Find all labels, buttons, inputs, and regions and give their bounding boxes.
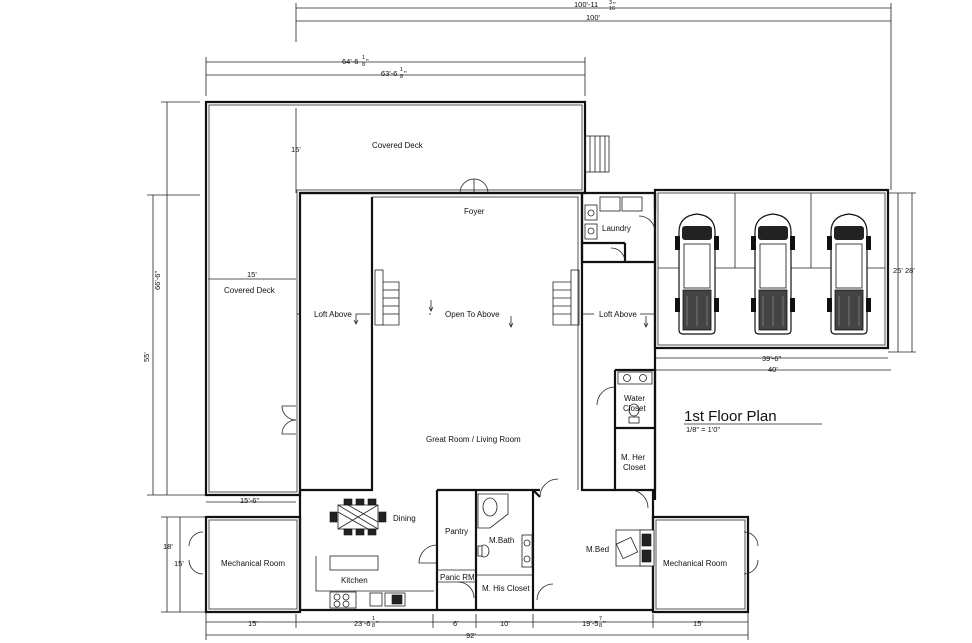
label-covered-deck-left: Covered Deck bbox=[224, 286, 276, 295]
svg-text:6': 6' bbox=[453, 619, 459, 628]
svg-text:19'-5: 19'-5 bbox=[582, 619, 598, 628]
dimension-garage-width: 39'-6" 40' bbox=[656, 354, 891, 374]
svg-text:1: 1 bbox=[372, 616, 375, 622]
label-covered-deck-top: Covered Deck bbox=[372, 141, 424, 150]
laundry-appliances bbox=[584, 196, 643, 240]
svg-text:": " bbox=[613, 0, 616, 9]
label-foyer: Foyer bbox=[464, 207, 485, 216]
svg-text:": " bbox=[366, 57, 369, 66]
svg-text:64'-6: 64'-6 bbox=[342, 57, 358, 66]
pickup-truck-icon bbox=[675, 213, 719, 335]
svg-text:7: 7 bbox=[599, 616, 602, 622]
dimension-bottom-deck: 15'-6" bbox=[206, 496, 296, 505]
svg-text:15': 15' bbox=[248, 619, 258, 628]
dimension-mech-height: 18' 15' bbox=[161, 516, 205, 613]
door-swings bbox=[188, 178, 759, 601]
svg-text:8: 8 bbox=[372, 623, 375, 629]
label-open-to-above: Open To Above bbox=[445, 310, 500, 319]
interior-stairs-right bbox=[552, 269, 580, 326]
label-her-closet-line1: M. Her bbox=[621, 453, 645, 462]
svg-text:23'-6: 23'-6 bbox=[354, 619, 370, 628]
svg-text:3: 3 bbox=[609, 0, 612, 6]
label-loft-above-left: Loft Above bbox=[314, 310, 352, 319]
label-water-closet-line1: Water bbox=[624, 394, 645, 403]
svg-text:66'-6": 66'-6" bbox=[153, 271, 162, 290]
svg-text:15': 15' bbox=[174, 559, 184, 568]
svg-text:": " bbox=[376, 619, 379, 628]
svg-text:1: 1 bbox=[400, 67, 403, 73]
svg-text:100': 100' bbox=[586, 13, 601, 22]
kitchen-fixtures bbox=[315, 555, 434, 609]
svg-text:": " bbox=[404, 69, 407, 78]
svg-text:100'-11: 100'-11 bbox=[574, 0, 598, 9]
dimension-left-outer: 66'-6" bbox=[153, 101, 200, 495]
loft-arrows bbox=[297, 300, 655, 328]
svg-text:": " bbox=[603, 619, 606, 628]
label-her-closet-line2: Closet bbox=[623, 463, 646, 472]
label-kitchen: Kitchen bbox=[341, 576, 368, 585]
label-water-closet-line2: Closet bbox=[623, 404, 646, 413]
deck-stairs bbox=[584, 135, 610, 173]
label-loft-above-right: Loft Above bbox=[599, 310, 637, 319]
svg-text:92': 92' bbox=[466, 631, 476, 640]
svg-text:63'-6: 63'-6 bbox=[381, 69, 397, 78]
bed-furniture bbox=[615, 529, 655, 567]
dimension-top-overall: 100'-11 3 16 " 100' bbox=[295, 0, 892, 190]
svg-text:8: 8 bbox=[599, 623, 602, 629]
svg-text:15': 15' bbox=[291, 145, 301, 154]
label-great-room: Great Room / Living Room bbox=[426, 435, 521, 444]
interior-stairs-left bbox=[374, 269, 400, 326]
svg-text:40': 40' bbox=[768, 365, 778, 374]
svg-text:15': 15' bbox=[247, 270, 257, 279]
label-his-closet: M. His Closet bbox=[482, 584, 530, 593]
svg-text:39'-6": 39'-6" bbox=[762, 354, 781, 363]
exterior-walls bbox=[204, 100, 890, 614]
svg-text:1: 1 bbox=[362, 55, 365, 61]
svg-text:10': 10' bbox=[500, 619, 510, 628]
dimension-left-inner: 55' bbox=[142, 194, 205, 496]
svg-text:15': 15' bbox=[693, 619, 703, 628]
dining-table bbox=[329, 498, 387, 536]
svg-text:55': 55' bbox=[142, 352, 151, 362]
label-mechanical-room-left: Mechanical Room bbox=[221, 559, 285, 568]
pickup-truck-icon bbox=[751, 213, 795, 335]
svg-text:28': 28' bbox=[905, 266, 915, 275]
dimension-deck-left-width: 15' bbox=[208, 270, 296, 280]
label-panic-room: Panic RM bbox=[440, 573, 475, 582]
label-mechanical-room-right: Mechanical Room bbox=[663, 559, 727, 568]
dimension-deck-depth: 15' bbox=[291, 108, 301, 193]
label-dining: Dining bbox=[393, 514, 416, 523]
bath-fixtures bbox=[477, 493, 533, 568]
label-m-bath: M.Bath bbox=[489, 536, 514, 545]
label-pantry: Pantry bbox=[445, 527, 468, 536]
pickup-truck-icon bbox=[827, 213, 871, 335]
pickup-truck-icons bbox=[675, 213, 871, 335]
svg-text:25': 25' bbox=[893, 266, 903, 275]
svg-text:16: 16 bbox=[609, 6, 615, 12]
label-laundry: Laundry bbox=[602, 224, 631, 233]
dimension-garage-depth: 25' 28' bbox=[888, 192, 916, 353]
svg-text:18': 18' bbox=[163, 542, 173, 551]
dimension-deck-width: 64'-6 1 8 " 63'-6 1 8 " bbox=[205, 55, 586, 96]
svg-text:8: 8 bbox=[400, 74, 403, 80]
label-m-bed: M.Bed bbox=[586, 545, 609, 554]
title-block: 1st Floor Plan 1/8" = 1'0" bbox=[684, 408, 822, 434]
svg-text:8: 8 bbox=[362, 62, 365, 68]
svg-text:15'-6": 15'-6" bbox=[240, 496, 259, 505]
water-closet-fixtures bbox=[617, 371, 653, 424]
plan-scale: 1/8" = 1'0" bbox=[686, 425, 720, 434]
plan-title: 1st Floor Plan bbox=[684, 408, 777, 425]
dimension-bottom-chain: 15' 23'-6 1 8 " 6' 10' 19'-5 7 8 " 15' 9… bbox=[205, 612, 749, 640]
